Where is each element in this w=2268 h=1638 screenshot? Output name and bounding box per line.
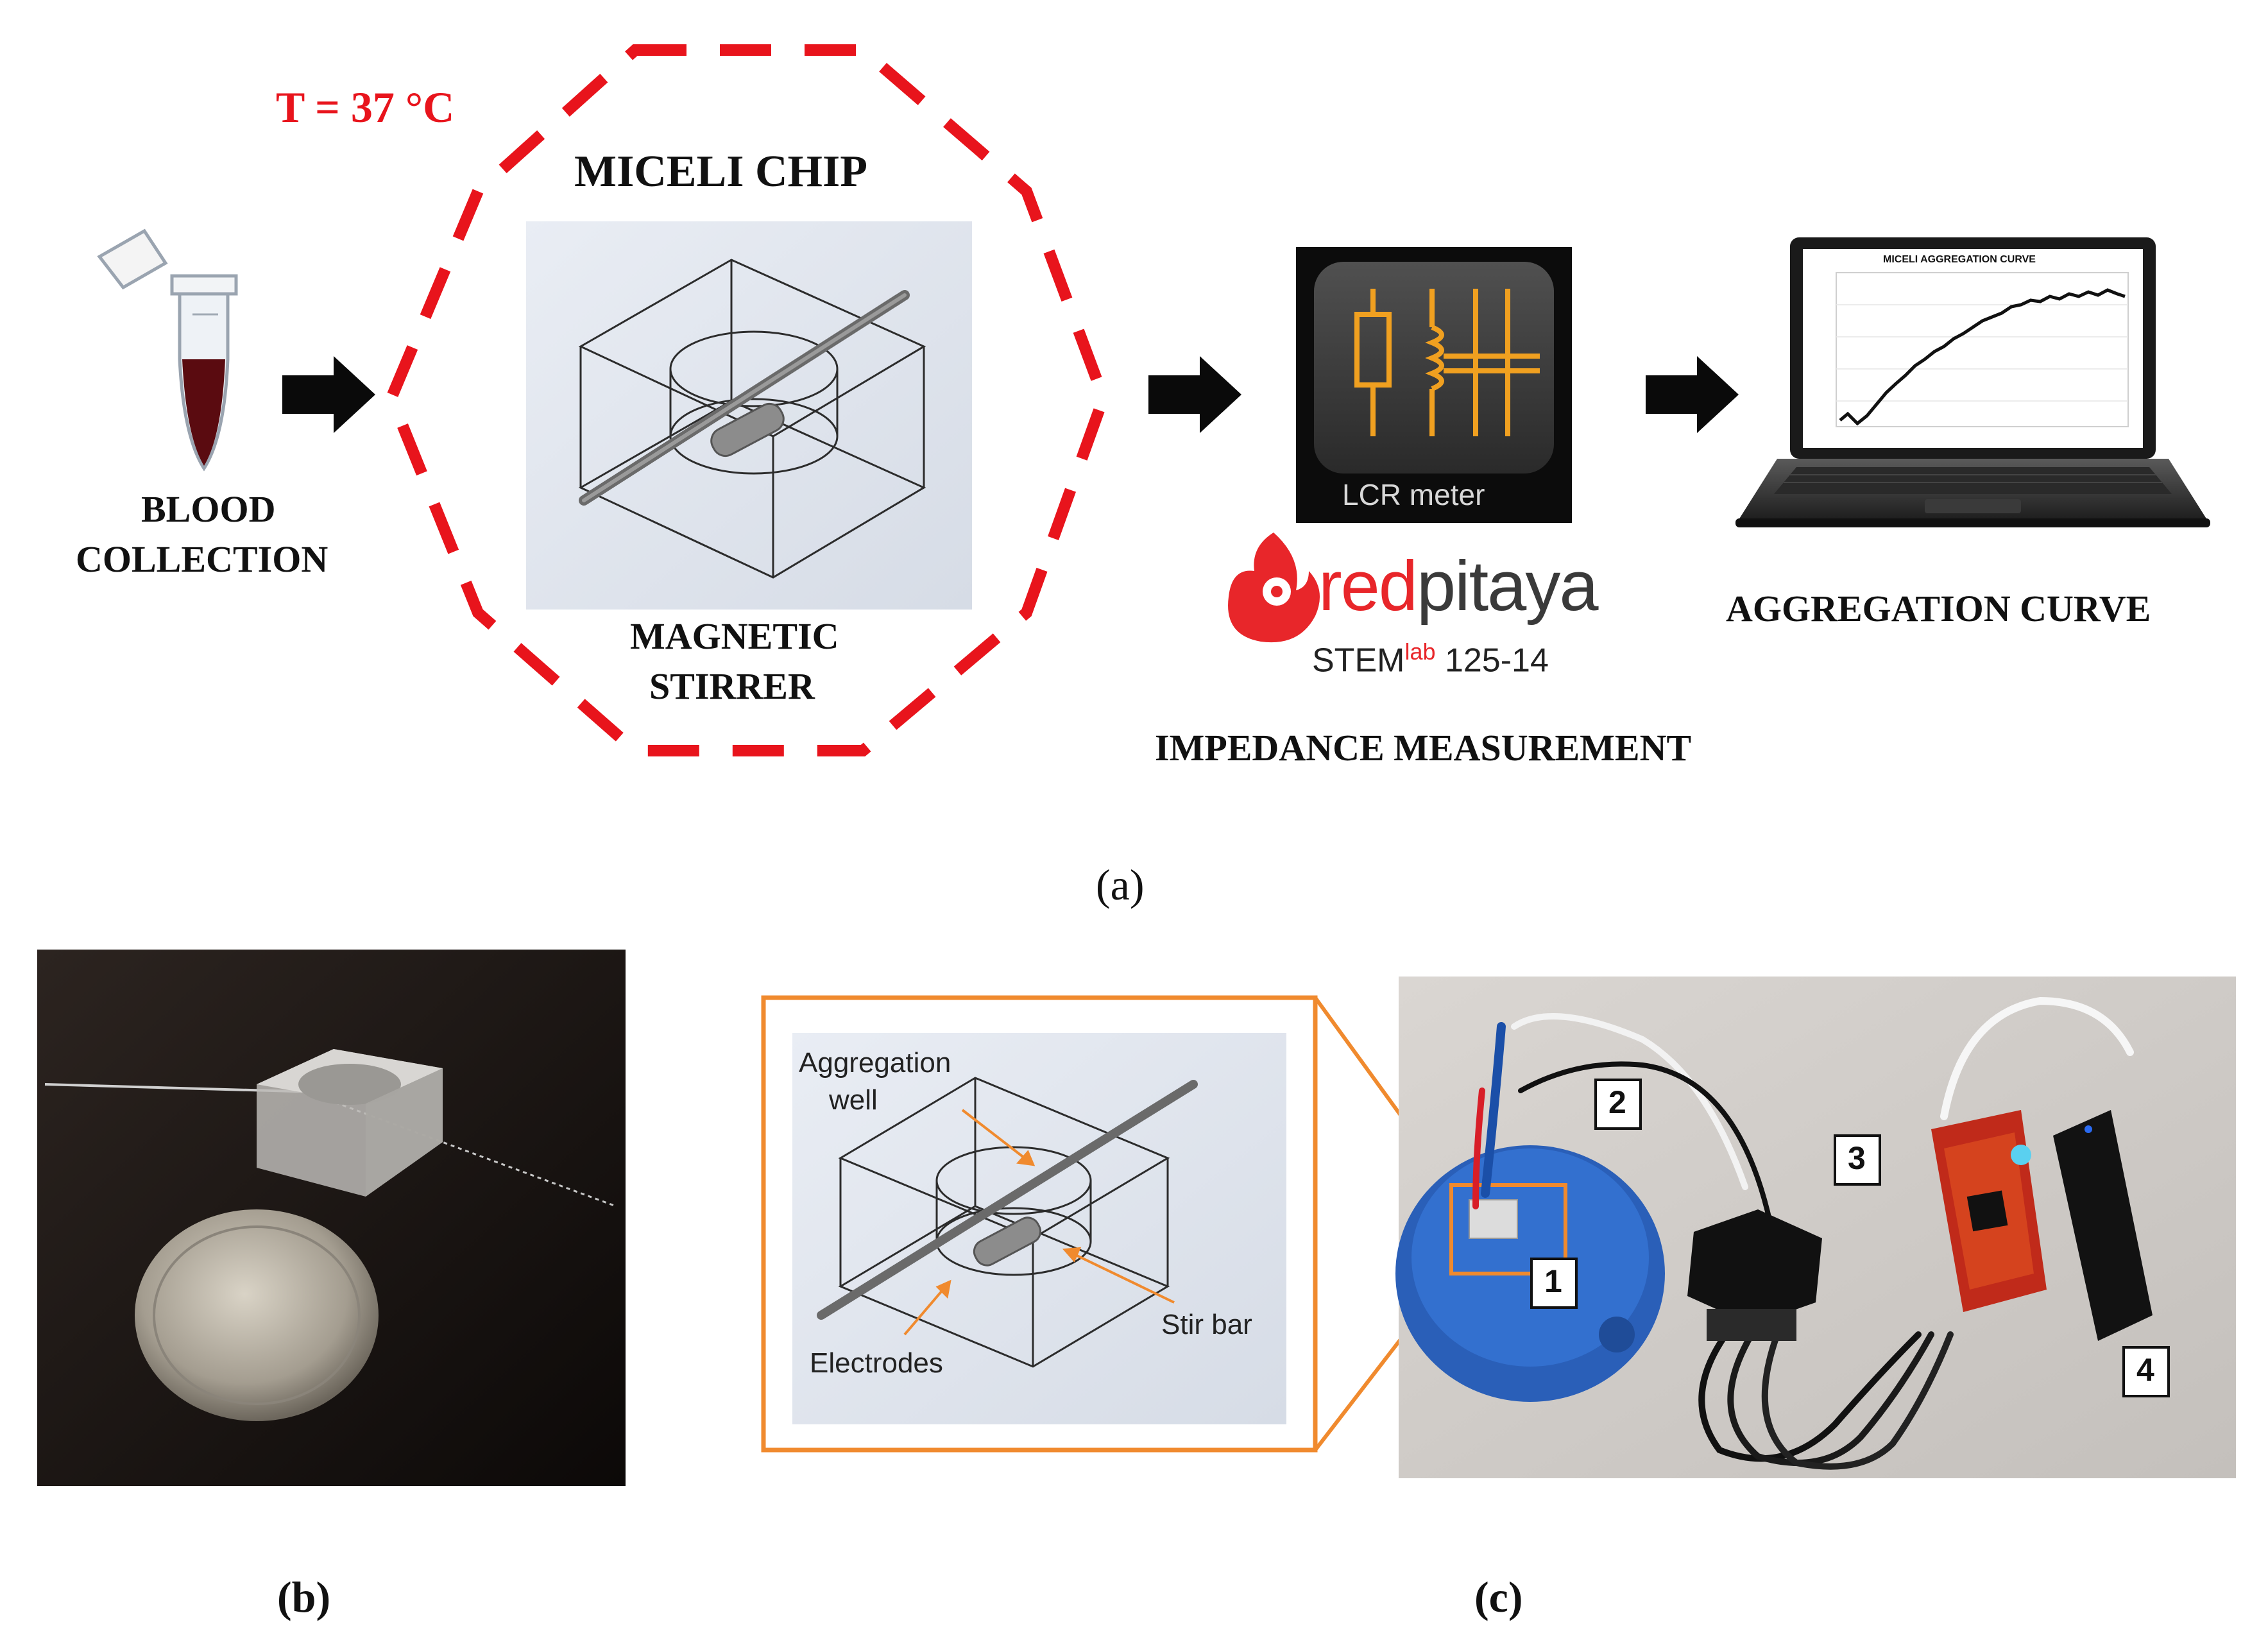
brand-red-text: red [1318, 547, 1418, 626]
laptop-icon [1735, 237, 2210, 527]
redpitaya-logo-icon [1228, 533, 1320, 643]
badge-2: 2 [1608, 1084, 1626, 1120]
magnetic-stirrer-label-1: MAGNETIC [630, 615, 839, 657]
arrow-right-icon [282, 356, 375, 433]
arrow-right-icon [1148, 356, 1241, 433]
stem-model: 125-14 [1444, 642, 1549, 679]
badge-3: 3 [1848, 1140, 1866, 1176]
arrow-right-icon [1646, 356, 1739, 433]
chip-title: MICELI CHIP [574, 147, 867, 196]
chip-photo [37, 950, 626, 1486]
redpitaya-brand: redpitaya [1318, 545, 1599, 627]
stem-sup: lab [1404, 638, 1436, 665]
stemlab-model: STEMlab 125-14 [1312, 638, 1549, 679]
aggregation-curve-label: AGGREGATION CURVE [1726, 588, 2151, 629]
laptop-chart-title: MICELI AGGREGATION CURVE [1883, 254, 2036, 265]
aggregation-well-label-1: Aggregation [799, 1047, 951, 1079]
lcr-meter-icon [1296, 247, 1572, 523]
stir-bar-label: Stir bar [1161, 1309, 1252, 1340]
badge-1: 1 [1544, 1263, 1562, 1299]
aggregation-well-label-2: well [829, 1084, 878, 1116]
panel-a-caption: (a) [1096, 860, 1145, 909]
chip-zoom-inset [761, 995, 1318, 1453]
panel-c-caption: (c) [1474, 1573, 1523, 1621]
temperature-zone-outline [385, 44, 1110, 756]
badge-4: 4 [2136, 1352, 2154, 1388]
impedance-measurement-label: IMPEDANCE MEASUREMENT [1155, 727, 1692, 769]
brand-dark-text: pitaya [1416, 547, 1599, 626]
lcr-meter-label: LCR meter [1342, 478, 1485, 511]
panel-b-caption: (b) [277, 1573, 331, 1621]
blood-collection-label-2: COLLECTION [76, 538, 328, 580]
blood-tube-icon [97, 228, 238, 472]
temperature-label: T = 37 °C [276, 83, 455, 132]
miceli-chip-illustration [526, 221, 972, 610]
stem-prefix: STEM [1312, 642, 1405, 679]
magnetic-stirrer-label-2: STIRRER [649, 665, 815, 707]
blood-collection-label-1: BLOOD [141, 488, 276, 530]
setup-photo [1395, 977, 2236, 1478]
electrodes-label: Electrodes [810, 1347, 943, 1379]
badge-boxes [1530, 1079, 2170, 1397]
